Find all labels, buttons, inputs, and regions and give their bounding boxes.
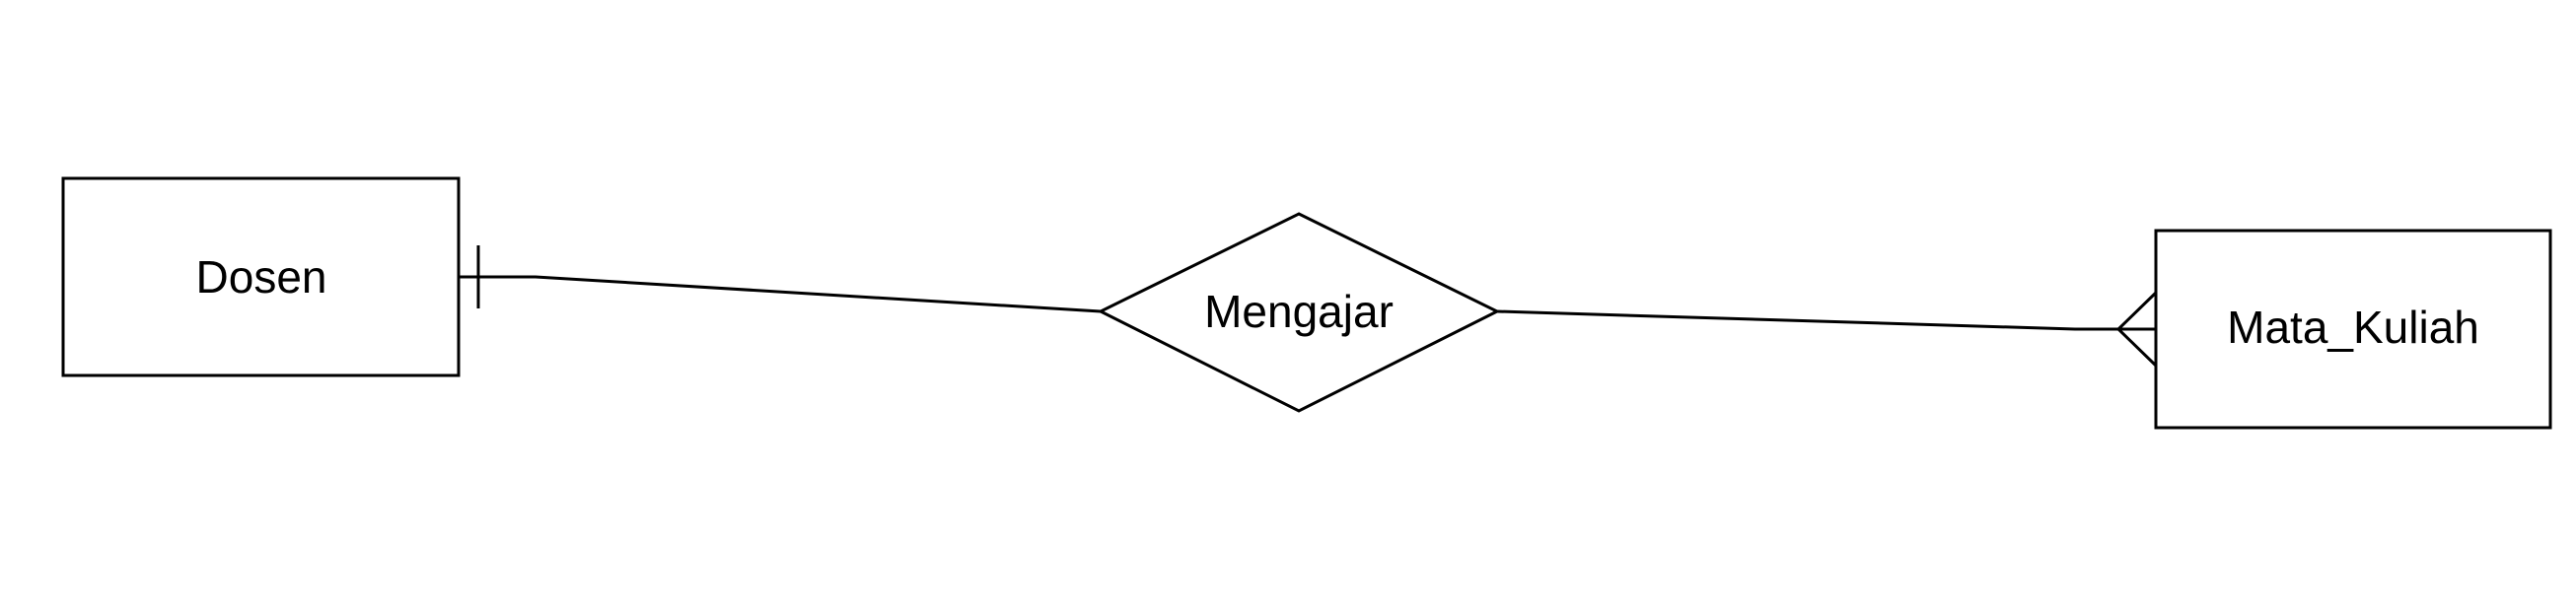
cardinality-many-marker [2115, 291, 2158, 368]
entity-mata-kuliah-box[interactable] [2154, 229, 2552, 430]
edge-dosen-mengajar-line[interactable] [459, 275, 1102, 313]
relationship-mengajar[interactable]: Mengajar [1097, 212, 1501, 413]
entity-dosen-label: Dosen [196, 251, 327, 303]
edge-mengajar-mata-kuliah[interactable] [1496, 291, 2158, 368]
entity-dosen-box[interactable] [61, 176, 461, 377]
entity-dosen[interactable]: Dosen [61, 176, 461, 377]
edge-dosen-mengajar[interactable] [459, 245, 1102, 313]
entity-mata-kuliah-label: Mata_Kuliah [2227, 302, 2479, 353]
relationship-mengajar-diamond[interactable] [1097, 212, 1501, 413]
edge-mengajar-mata-kuliah-line[interactable] [1496, 309, 2156, 331]
relationship-mengajar-label: Mengajar [1204, 286, 1394, 337]
entity-mata-kuliah[interactable]: Mata_Kuliah [2154, 229, 2552, 430]
